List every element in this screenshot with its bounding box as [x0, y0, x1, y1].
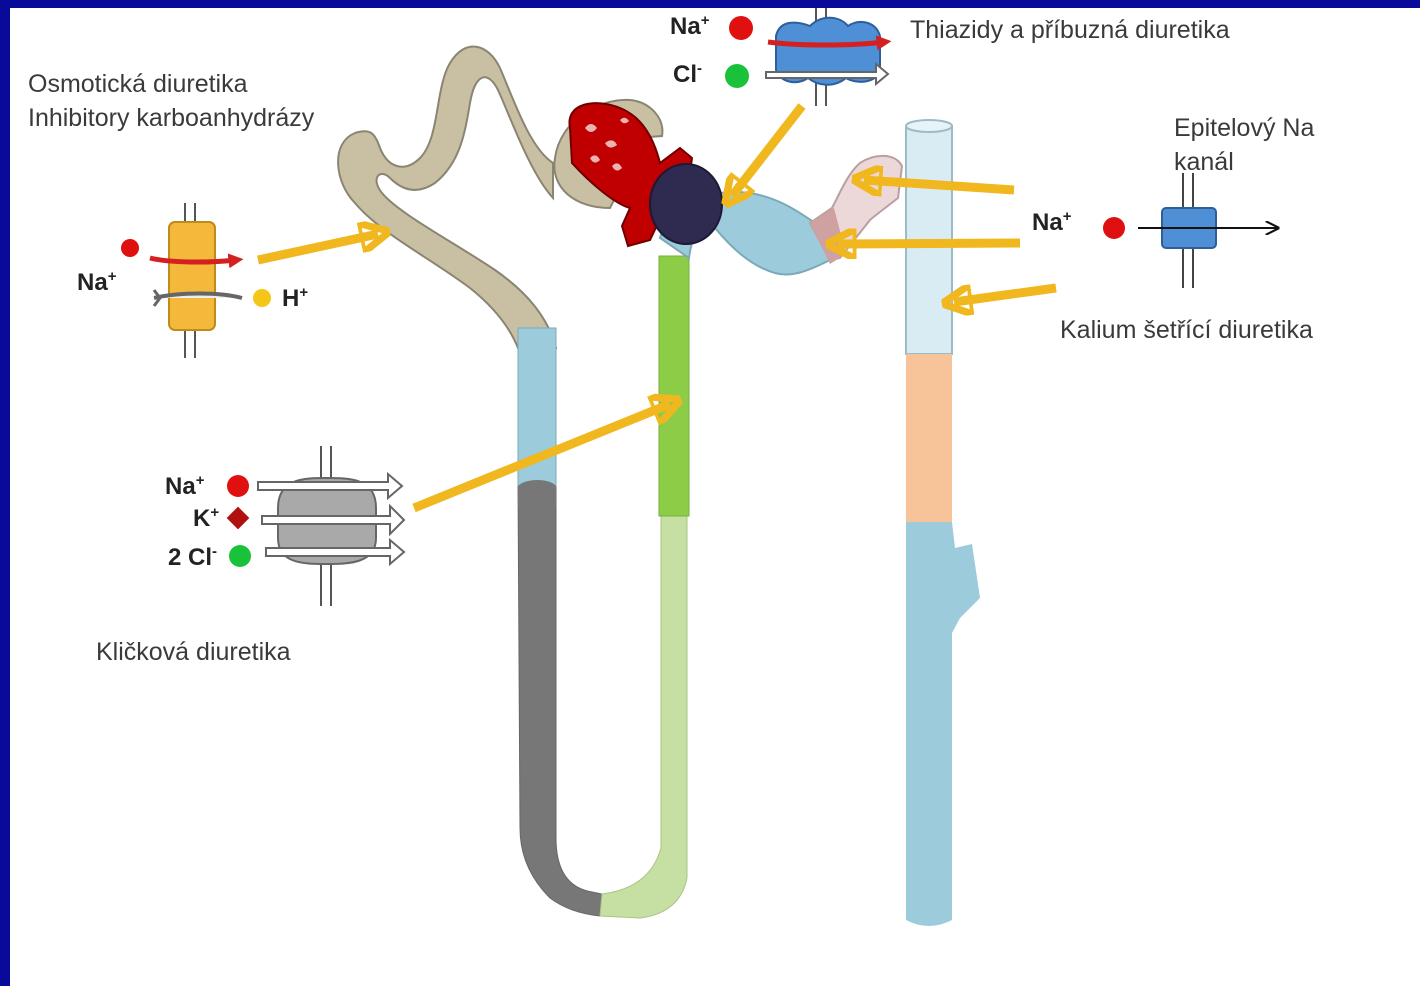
arrow-collecting	[954, 288, 1056, 302]
collecting-duct-opening	[906, 120, 952, 132]
na-cl-cotransporter	[766, 8, 888, 106]
sodium-dot	[121, 239, 139, 257]
label-carbonic-anhydrase-inhibitors: Inhibitory karboanhydrázy	[28, 104, 315, 132]
ion-2cl: 2 Cl-	[168, 543, 217, 571]
label-enac-line1: Epitelový Na	[1174, 114, 1314, 142]
chloride-dot-ncc	[725, 64, 749, 88]
sodium-dot-ncc	[729, 16, 753, 40]
label-loop-diuretics: Kličková diuretika	[96, 638, 291, 666]
label-thiazide-diuretics: Thiazidy a příbuzná diuretika	[910, 16, 1230, 44]
na-h-exchanger	[150, 203, 242, 358]
chloride-dot-nkcc	[229, 545, 251, 567]
collecting-duct-lower	[906, 522, 980, 926]
sodium-dot-nkcc	[227, 475, 249, 497]
enac-channel	[1138, 173, 1278, 288]
arrow-proximal	[258, 234, 378, 260]
nkcc2-cotransporter	[258, 446, 404, 606]
ion-cl: Cl-	[673, 60, 702, 88]
diagram-frame: Na+ H+ Na+ Cl- Na+ Na+ K+ 2 Cl- Osmotick…	[10, 8, 1420, 986]
collecting-duct-mid	[906, 354, 952, 522]
label-enac-line2: kanál	[1174, 148, 1234, 176]
descending-limb	[518, 483, 602, 916]
ion-na-2: Na+	[670, 12, 710, 40]
ion-h: H+	[282, 284, 308, 312]
nephron-diagram: Na+ H+ Na+ Cl- Na+ Na+ K+ 2 Cl- Osmotick…	[10, 8, 1420, 986]
thin-ascending-limb	[600, 516, 687, 918]
ion-na-3: Na+	[1032, 208, 1072, 236]
label-osmotic-diuretics: Osmotická diuretika	[28, 70, 248, 98]
label-potassium-sparing-diuretics: Kalium šetřící diuretika	[1060, 316, 1313, 344]
descending-limb-top	[518, 480, 556, 508]
macula-densa	[650, 164, 722, 244]
hydrogen-dot	[253, 289, 271, 307]
ion-na-4: Na+	[165, 472, 205, 500]
potassium-diamond	[227, 507, 250, 530]
thick-ascending-limb	[659, 256, 689, 516]
arrow-distal	[732, 106, 802, 196]
ion-na-1: Na+	[77, 268, 117, 296]
arrow-connecting-2	[838, 243, 1020, 244]
ion-k: K+	[193, 504, 219, 532]
sodium-dot-enac	[1103, 217, 1125, 239]
